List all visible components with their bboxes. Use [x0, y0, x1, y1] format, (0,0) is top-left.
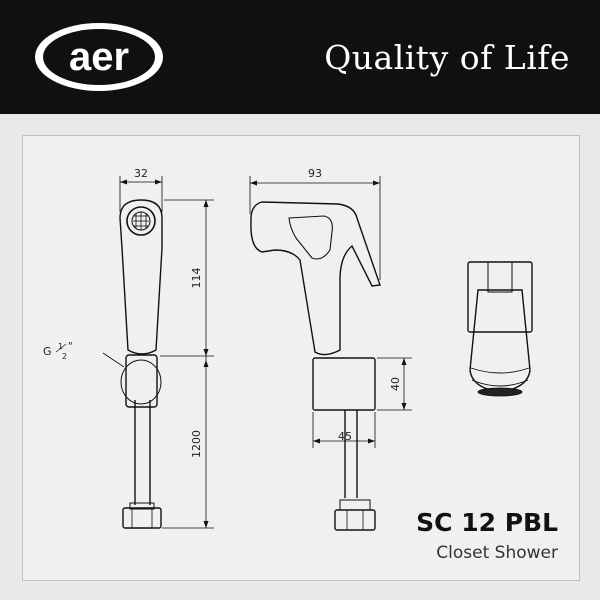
front-head — [119, 199, 163, 355]
model-number: SC 12 PBL — [416, 508, 558, 537]
dim-hose-length: 1200 — [190, 430, 203, 458]
dim-holder-width: 45 — [338, 430, 352, 443]
svg-text:2: 2 — [62, 352, 67, 361]
svg-text:": " — [68, 341, 73, 352]
svg-text:1: 1 — [58, 342, 63, 351]
dim-holder-height: 40 — [389, 377, 402, 391]
holder-head — [469, 289, 531, 393]
dim-head-length: 114 — [190, 268, 203, 289]
side-head — [250, 201, 381, 356]
product-name: Closet Shower — [436, 543, 558, 563]
drawing-frame — [22, 135, 580, 581]
dim-head-width: 32 — [134, 167, 148, 180]
front-view — [119, 199, 163, 529]
holder-view — [467, 261, 533, 397]
aer-logo: aer — [35, 23, 163, 91]
tagline: Quality of Life — [324, 38, 570, 77]
side-view — [250, 201, 381, 531]
front-nut — [122, 507, 162, 529]
logo-text: aer — [69, 35, 129, 79]
side-nut — [334, 509, 376, 531]
dim-thread-fraction: 1 2 " — [55, 341, 73, 361]
header-bar: aer Quality of Life — [0, 0, 600, 114]
dim-thread-letter: G — [43, 345, 52, 358]
front-holder — [125, 354, 158, 408]
side-holder — [312, 357, 376, 411]
dim-side-length: 93 — [308, 167, 322, 180]
